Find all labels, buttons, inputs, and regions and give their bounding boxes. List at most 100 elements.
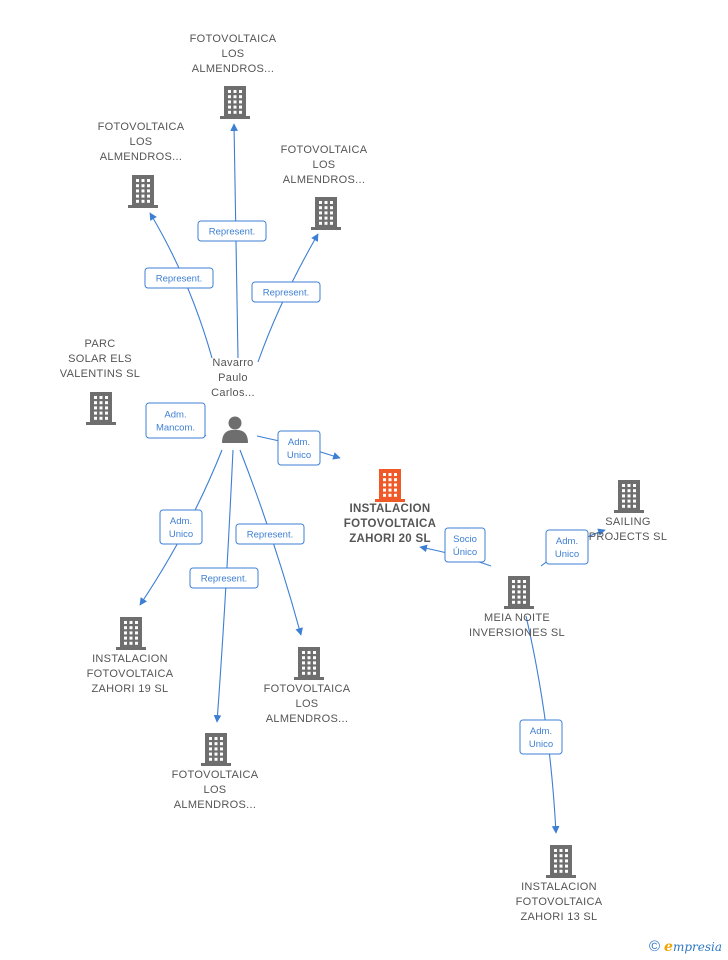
node-label: LOS — [222, 48, 245, 60]
node-parc[interactable]: PARC SOLAR ELS VALENTINS SL — [60, 338, 140, 425]
node-label: INSTALACION — [349, 503, 430, 515]
edge-label-box[interactable] — [519, 719, 563, 755]
node-label: ZAHORI 19 SL — [92, 683, 169, 695]
building-icon[interactable] — [201, 733, 231, 766]
copyright-symbol: © — [648, 938, 661, 955]
node-label: FOTOVOLTAICA — [87, 668, 174, 680]
node-label: INSTALACION — [92, 653, 168, 665]
building-icon[interactable] — [614, 480, 644, 513]
edge-n_meia-to-n_sailing: Adm. Unico — [540, 528, 606, 567]
node-person[interactable]: NavarroPauloCarlos... — [211, 357, 255, 443]
node-label: ALMENDROS... — [100, 151, 182, 163]
building-icon[interactable] — [375, 469, 405, 502]
building-icon[interactable] — [128, 175, 158, 208]
edge-n_person-to-n_left1: Represent. — [144, 212, 214, 359]
edge-label-text: Represent. — [263, 288, 309, 299]
edge-label-text: Único — [453, 547, 477, 558]
nodes-layer: FOTOVOLTAICA LOS ALMENDROS... FOTOVOLTAICA L… — [60, 33, 667, 923]
node-z19[interactable]: INSTALACION FOTOVOLTAICA ZAHORI 19 SL — [87, 617, 174, 695]
edge-label-text: Adm. — [556, 536, 578, 547]
node-label: ALMENDROS... — [266, 713, 348, 725]
node-label: FOTOVOLTAICA — [516, 896, 603, 908]
node-bot_mid[interactable]: FOTOVOLTAICALOSALMENDROS... — [264, 647, 351, 725]
edge-label-text: Mancom. — [156, 423, 195, 434]
building-icon[interactable] — [546, 845, 576, 878]
edge-label-text: Unico — [529, 739, 553, 750]
node-z13[interactable]: INSTALACION FOTOVOLTAICA ZAHORI 13 SL — [516, 845, 603, 923]
edge-n_person-to-n_bot_left: Represent. — [189, 449, 259, 723]
edge-label-text: Adm. — [170, 516, 192, 527]
building-icon[interactable] — [116, 617, 146, 650]
edge-label-text: Represent. — [156, 274, 202, 285]
node-label: ALMENDROS... — [283, 174, 365, 186]
edge-label-box[interactable] — [197, 220, 267, 242]
edge-n_person-to-n_parc: Adm.Mancom. — [145, 402, 207, 439]
edge-label-box[interactable] — [189, 567, 259, 589]
building-icon[interactable] — [220, 86, 250, 119]
edge-label-text: Unico — [169, 529, 193, 540]
building-icon[interactable] — [504, 576, 534, 609]
edge-label-box[interactable] — [277, 430, 321, 466]
edge-line — [213, 449, 234, 723]
brand-logo[interactable]: empresia — [664, 939, 722, 955]
node-label: FOTOVOLTAICA — [264, 683, 351, 695]
node-label: INSTALACION — [521, 881, 597, 893]
edge-label-text: Adm. — [288, 437, 310, 448]
edge-label-text: Represent. — [201, 574, 247, 585]
node-label: Carlos... — [211, 387, 255, 399]
node-top[interactable]: FOTOVOLTAICA LOS ALMENDROS... — [190, 33, 277, 119]
node-right1[interactable]: FOTOVOLTAICA LOS ALMENDROS... — [281, 144, 368, 230]
node-label: FOTOVOLTAICA — [190, 33, 277, 45]
edge-label-text: Unico — [555, 549, 579, 560]
footer-brand: © empresia — [649, 938, 722, 956]
node-label: Paulo — [218, 372, 248, 384]
node-sailing[interactable]: SAILING PROJECTS SL — [589, 480, 668, 543]
node-bot_left[interactable]: FOTOVOLTAICA LOS ALMENDROS... — [172, 733, 259, 811]
edge-n_person-to-n_bot_mid: Represent. — [235, 449, 305, 636]
node-label: ZAHORI 13 SL — [521, 911, 598, 923]
node-label: Navarro — [212, 357, 253, 369]
building-icon[interactable] — [86, 392, 116, 425]
node-label: FOTOVOLTAICA — [281, 144, 368, 156]
edge-label-box[interactable] — [144, 267, 214, 289]
edge-label-box[interactable] — [251, 281, 321, 303]
edge-line — [230, 123, 239, 359]
edges-layer: Represent.Represent.Represent.Adm.Mancom… — [139, 123, 606, 834]
edge-label-text: Represent. — [209, 227, 255, 238]
node-label: PARC — [85, 338, 116, 350]
node-label: PROJECTS SL — [589, 531, 668, 543]
node-label: LOS — [313, 159, 336, 171]
node-label: MEIA NOITE — [484, 612, 550, 624]
edge-label-text: Adm. — [530, 726, 552, 737]
edge-label-box[interactable] — [444, 527, 486, 563]
node-label: LOS — [130, 136, 153, 148]
edge-label-box[interactable] — [159, 509, 203, 545]
node-label: FOTOVOLTAICA — [172, 769, 259, 781]
node-left1[interactable]: FOTOVOLTAICA LOS ALMENDROS... — [98, 121, 185, 208]
edge-n_person-to-n_main: Adm. Unico — [256, 430, 341, 466]
edge-label-box[interactable] — [235, 523, 305, 545]
node-label: ALMENDROS... — [174, 799, 256, 811]
node-label: VALENTINS SL — [60, 368, 140, 380]
edge-label-text: Socio — [453, 534, 477, 545]
node-label: ALMENDROS... — [192, 63, 274, 75]
edge-n_meia-to-n_z13: Adm. Unico — [519, 615, 563, 834]
building-icon[interactable] — [294, 647, 324, 680]
edge-n_person-to-n_right1: Represent. — [251, 233, 321, 363]
edge-label-text: Unico — [287, 450, 311, 461]
node-label: ZAHORI 20 SL — [349, 533, 431, 545]
edge-n_person-to-n_top: Represent. — [197, 123, 267, 359]
node-label: SOLAR ELS — [68, 353, 132, 365]
person-icon[interactable] — [222, 416, 248, 444]
building-icon[interactable] — [311, 197, 341, 230]
edge-label-box[interactable] — [545, 529, 589, 565]
edge-n_person-to-n_z19: Adm. Unico — [139, 449, 223, 606]
node-label: SAILING — [605, 516, 651, 528]
node-label: FOTOVOLTAICA — [98, 121, 185, 133]
edge-label-box[interactable] — [145, 402, 206, 439]
node-label: LOS — [204, 784, 227, 796]
